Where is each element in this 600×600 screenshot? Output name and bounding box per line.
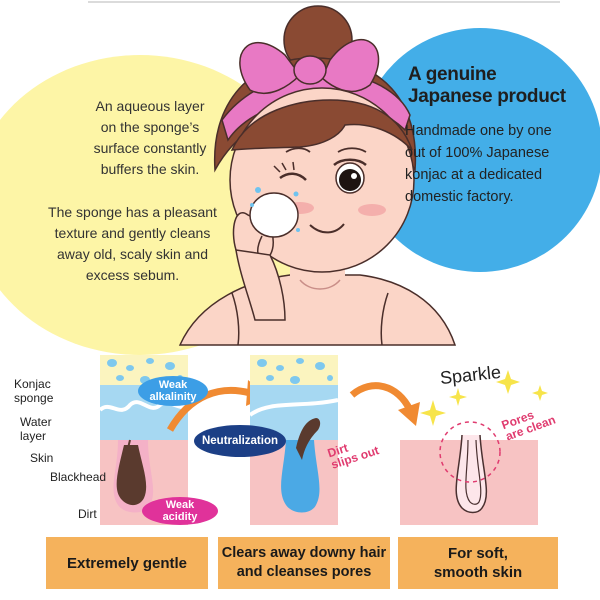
left-bubble-line: surface constantly [93,140,207,156]
label-line: layer [20,429,47,443]
caption-line: and cleanses pores [236,564,372,580]
right-bubble-title: A genuine Japanese product [408,64,578,108]
label-blackhead: Blackhead [50,470,107,484]
badge-line: Weak [158,379,188,391]
label-line: Water [20,415,52,429]
left-bubble-line: An aqueous layer [95,98,205,114]
caption-soft-smooth: For soft, smooth skin [398,537,558,589]
right-bubble-line: konjac at a dedicated [405,167,543,183]
weak-alkalinity-badge: Weak alkalinity [138,376,208,406]
label-line: sponge [14,391,54,405]
left-bubble-line: excess sebum. [85,267,180,283]
caption-extremely-gentle: Extremely gentle [46,537,208,589]
left-bubble-line: buffers the skin. [100,161,200,177]
panel-3-illustration [400,370,548,525]
blue-bubble [358,28,600,272]
label-dirt: Dirt [78,507,97,521]
right-bubble-title-line: A genuine [408,64,497,85]
right-bubble-body: Handmade one by one out of 100% Japanese… [405,120,585,208]
right-bubble-line: Handmade one by one [405,123,552,139]
label-water-layer: Water layer [20,415,52,443]
left-bubble-line: away old, scaly skin and [57,246,208,262]
badge-line: acidity [162,511,198,523]
caption-line: For soft, [447,545,508,562]
neutralization-badge: Neutralization [194,425,286,457]
caption-line: smooth skin [433,564,523,581]
right-bubble-line: out of 100% Japanese [405,145,550,161]
badge-line: alkalinity [149,391,197,403]
caption-line: Extremely gentle [66,554,188,572]
left-bubble-line: on the sponge’s [100,119,200,135]
weak-acidity-badge: Weak acidity [142,497,218,525]
right-bubble-title-line: Japanese product [408,86,566,107]
left-bubble-line: The sponge has a pleasant [48,204,217,220]
panel-2-illustration [248,355,339,525]
label-konjac-sponge: Konjac sponge [14,377,53,405]
left-bubble-line: texture and gently cleans [54,225,211,241]
girl-illustration [178,5,457,346]
label-line: Konjac [14,377,51,391]
left-bubble-paragraph-1: An aqueous layer on the sponge’s surface… [55,96,245,180]
right-bubble-line: domestic factory. [405,189,514,205]
badge-line: Weak [165,499,195,511]
left-bubble-paragraph-2: The sponge has a pleasant texture and ge… [25,202,240,286]
caption-clears-away: Clears away downy hair and cleanses pore… [218,537,390,589]
caption-line: Clears away downy hair [221,545,387,561]
label-skin: Skin [30,451,54,465]
